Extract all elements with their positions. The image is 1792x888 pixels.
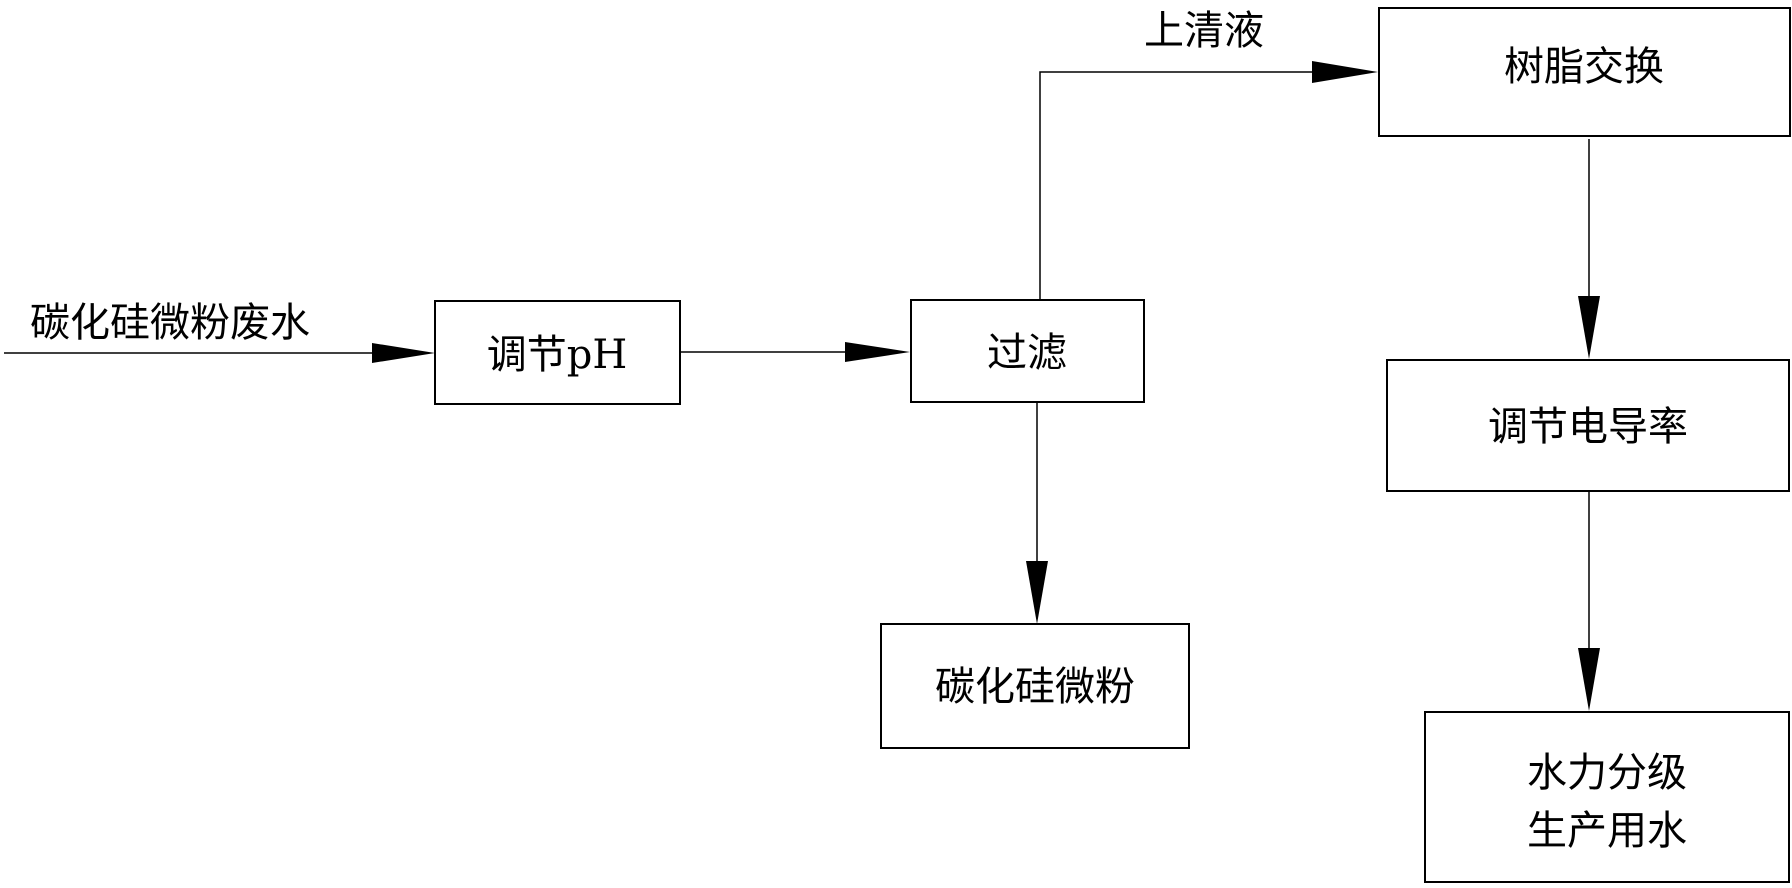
final-label-line2: 生产用水	[1527, 808, 1687, 854]
box-silicon-carbide-powder	[880, 623, 1190, 749]
adjust-ph-label: 调节pH	[487, 332, 628, 378]
arrowhead-to-resin	[1312, 61, 1378, 83]
box-adjust-ph	[434, 300, 681, 405]
supernatant-label: 上清液	[1144, 8, 1264, 54]
box-final	[1424, 711, 1790, 883]
box-resin-exchange	[1378, 7, 1791, 137]
input-label: 碳化硅微粉废水	[30, 300, 310, 346]
final-label-line1: 水力分级	[1527, 750, 1687, 796]
filter-label: 过滤	[987, 330, 1067, 376]
adjust-ph-label-latin: pH	[567, 332, 628, 378]
filter-to-resin-line	[1039, 71, 1322, 299]
resin-exchange-label: 树脂交换	[1504, 44, 1664, 90]
adjust-conductivity-label: 调节电导率	[1488, 404, 1688, 450]
arrowhead-to-filter	[845, 342, 910, 362]
box-adjust-conductivity	[1386, 359, 1790, 492]
silicon-carbide-powder-label: 碳化硅微粉	[935, 664, 1135, 710]
arrowhead-to-conductivity	[1578, 296, 1600, 359]
arrowhead-to-adjust-ph	[372, 343, 435, 363]
adjust-ph-label-cn: 调节	[487, 332, 567, 378]
arrowhead-to-powder	[1026, 561, 1048, 624]
arrowhead-to-final	[1578, 648, 1600, 711]
box-filter	[910, 299, 1145, 403]
